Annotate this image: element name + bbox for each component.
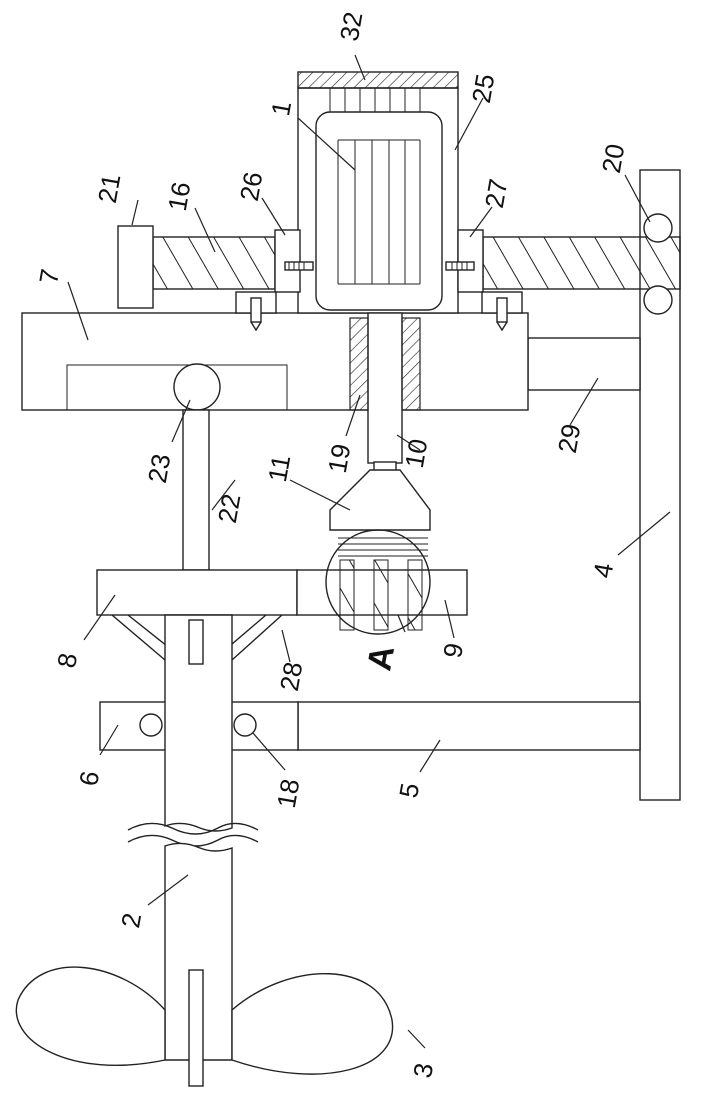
label-9: 9 (437, 641, 469, 660)
label-5: 5 (393, 781, 425, 800)
lead-screw-left (153, 237, 275, 289)
label-25: 25 (466, 72, 501, 106)
motor (316, 112, 442, 310)
lead-screw-right (483, 237, 680, 289)
label-10: 10 (399, 437, 434, 471)
detail-label-a: A (360, 643, 402, 674)
label-29: 29 (552, 422, 587, 456)
propeller-blade-right (232, 974, 393, 1074)
base-block (22, 313, 528, 410)
label-8: 8 (51, 651, 83, 670)
set-screw-right (446, 262, 474, 270)
label-6: 6 (73, 769, 105, 788)
strut-left (112, 615, 172, 660)
bearing-ball-left (140, 714, 162, 736)
label-26: 26 (234, 170, 269, 204)
shaft-keyway-upper (189, 620, 203, 664)
horizontal-arm (298, 702, 640, 750)
shaft-keyway-lower (189, 970, 203, 1086)
label-28: 28 (274, 660, 309, 694)
label-20: 20 (596, 142, 631, 176)
label-11: 11 (262, 453, 296, 485)
support-bracket (528, 338, 640, 390)
label-1: 1 (265, 99, 297, 118)
handwheel (118, 226, 153, 308)
coupling-springs (338, 538, 428, 556)
label-2: 2 (115, 911, 147, 930)
label-3: 3 (407, 1061, 439, 1080)
label-23: 23 (142, 452, 177, 486)
label-27: 27 (479, 177, 514, 211)
gear-teeth (340, 560, 422, 630)
coupling-head (330, 470, 430, 530)
label-4: 4 (587, 561, 619, 580)
label-22: 22 (212, 492, 247, 526)
shaft-bushing-right (402, 318, 420, 410)
label-32: 32 (334, 10, 369, 44)
clamp-block-left (275, 230, 300, 292)
bearing-ball-right (234, 714, 256, 736)
clamp-block-right (458, 230, 483, 292)
set-screw-left (285, 262, 313, 270)
pivot-wheel (174, 364, 220, 410)
connecting-rod (183, 410, 209, 570)
top-cover (298, 72, 458, 88)
propeller-blade-left (16, 967, 165, 1065)
roller-lower (644, 286, 672, 314)
label-16: 16 (162, 180, 197, 214)
output-shaft (368, 313, 402, 463)
strut-right (225, 615, 282, 660)
label-19: 19 (322, 442, 357, 476)
clamp-plate-left (97, 570, 297, 615)
label-21: 21 (92, 172, 127, 206)
break-line-2 (128, 835, 258, 846)
label-18: 18 (271, 777, 306, 811)
label-7: 7 (33, 267, 65, 286)
